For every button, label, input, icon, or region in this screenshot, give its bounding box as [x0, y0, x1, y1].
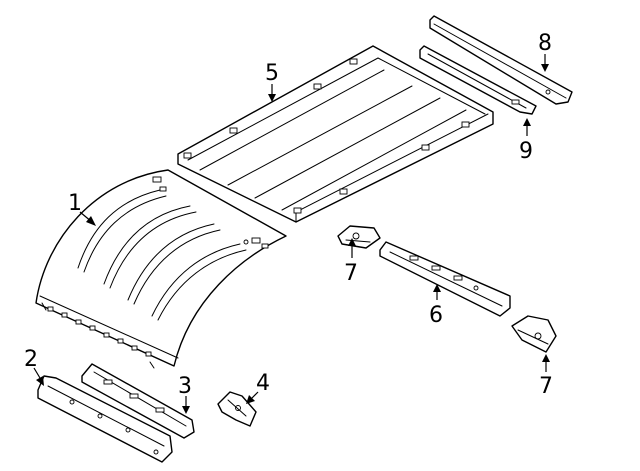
part-5-roof-panel: [177, 45, 494, 223]
leader-lines: [33, 54, 550, 414]
callout-6: 6: [429, 303, 443, 328]
callout-1: 1: [68, 191, 82, 216]
callout-5: 5: [265, 61, 279, 86]
callout-7-upper: 7: [344, 261, 358, 286]
callout-labels: 1 5 8 9 7 6 7 2 3 4: [24, 31, 553, 399]
part-4-bracket: [217, 391, 257, 427]
part-6-roof-bow: [379, 241, 511, 317]
callout-4: 4: [256, 371, 270, 396]
part-7-bracket-upper: [337, 225, 381, 249]
callout-3: 3: [178, 374, 192, 399]
part-1-front-roof-panel: [35, 169, 287, 369]
callout-7-lower: 7: [539, 374, 553, 399]
part-7-bracket-lower: [511, 315, 557, 353]
part-8-rear-header-upper: [429, 15, 573, 105]
callout-8: 8: [538, 31, 552, 56]
part-2-front-header-lower: [37, 375, 173, 463]
callout-9: 9: [519, 139, 533, 164]
part-3-front-header-upper: [81, 363, 195, 439]
part-9-rear-header-lower: [419, 45, 537, 115]
callout-2: 2: [24, 347, 38, 372]
